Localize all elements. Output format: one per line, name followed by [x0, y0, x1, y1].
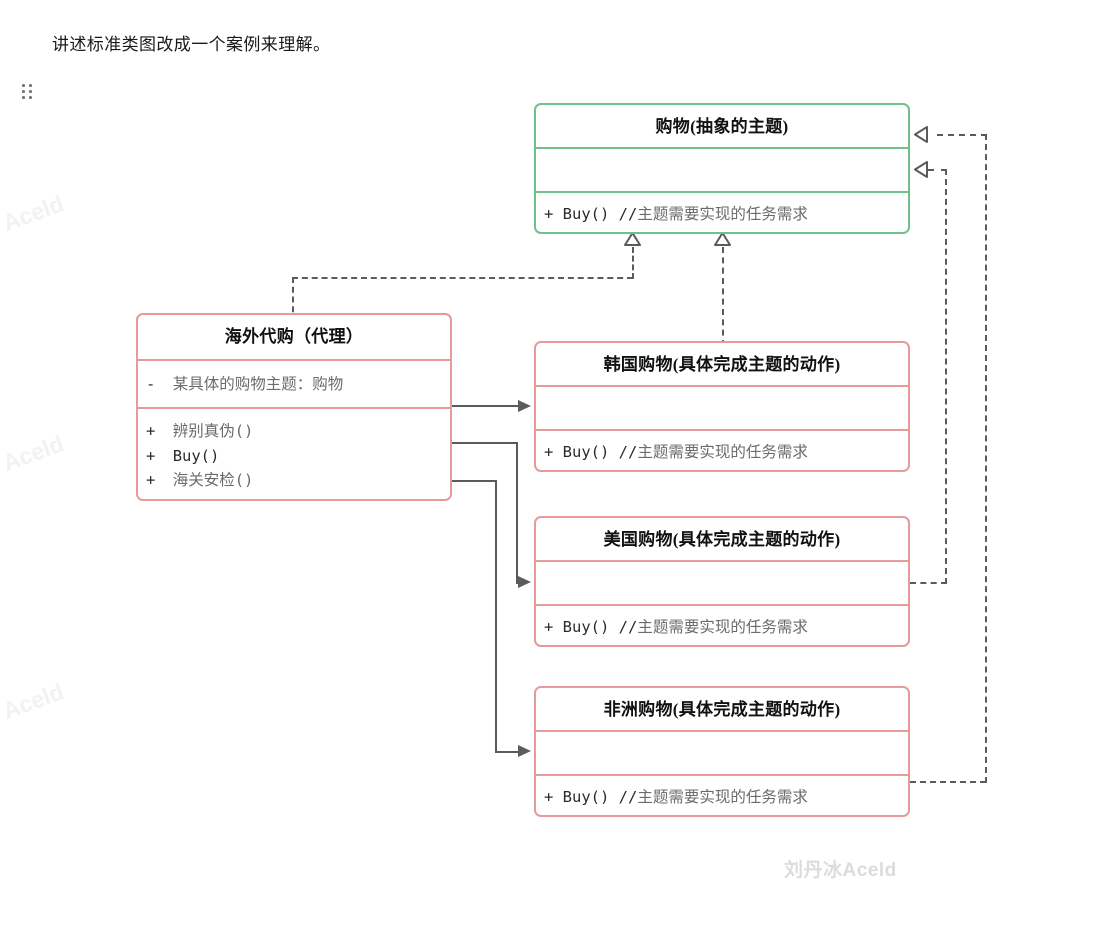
- realization-proxy-stub: [632, 247, 634, 279]
- method-signature: + Buy() //: [544, 618, 638, 636]
- association-usa-arrowhead: [518, 576, 531, 588]
- class-title-section: 购物(抽象的主题): [536, 105, 908, 147]
- class-name: 韩国购物(具体完成主题的动作): [603, 355, 841, 374]
- class-box-usa-shopping[interactable]: 美国购物(具体完成主题的动作) + Buy() //主题需要实现的任务需求: [534, 516, 910, 647]
- class-name: 美国购物(具体完成主题的动作): [603, 530, 841, 549]
- method-visibility: +: [146, 471, 156, 489]
- attribute-name: 某具体的购物主题：购物: [172, 375, 344, 393]
- class-box-overseas-proxy[interactable]: 海外代购（代理） - 某具体的购物主题：购物 + 辨别真伪() + Buy() …: [136, 313, 452, 501]
- realization-africa-vertical: [985, 134, 987, 783]
- association-usa-horizontal: [452, 442, 518, 444]
- generalization-arrowhead-korea: [714, 232, 731, 246]
- realization-arrowhead-africa: [914, 126, 928, 143]
- class-method-row: + Buy() //主题需要实现的任务需求: [536, 776, 908, 806]
- class-name: 购物(抽象的主题): [655, 117, 789, 136]
- class-title-section: 韩国购物(具体完成主题的动作): [536, 343, 908, 385]
- class-method-row: + Buy(): [138, 440, 450, 465]
- method-comment: 主题需要实现的任务需求: [637, 788, 808, 806]
- class-method-row: + 辨别真伪(): [138, 409, 450, 440]
- class-box-africa-shopping[interactable]: 非洲购物(具体完成主题的动作) + Buy() //主题需要实现的任务需求: [534, 686, 910, 817]
- class-attributes-section: [536, 730, 908, 774]
- realization-proxy-horizontal: [292, 277, 633, 279]
- class-method-row: + 海关安检(): [138, 464, 450, 489]
- class-attributes-section: [536, 147, 908, 191]
- association-africa-arrowhead: [518, 745, 531, 757]
- class-title-section: 美国购物(具体完成主题的动作): [536, 518, 908, 560]
- watermark-diagonal: Aceld: [0, 190, 68, 236]
- association-usa-vertical: [516, 442, 518, 583]
- method-signature: + Buy() //: [544, 788, 638, 806]
- class-methods-section: + Buy() //主题需要实现的任务需求: [536, 774, 908, 815]
- attribute-visibility: -: [146, 375, 156, 393]
- association-korea-arrowhead: [518, 400, 531, 412]
- realization-korea-vertical: [722, 247, 724, 346]
- drag-handle-icon[interactable]: [22, 84, 33, 101]
- page-intro-text: 讲述标准类图改成一个案例来理解。: [52, 35, 331, 54]
- class-methods-section: + Buy() //主题需要实现的任务需求: [536, 604, 908, 645]
- class-attribute-row: - 某具体的购物主题：购物: [138, 361, 450, 393]
- class-name: 非洲购物(具体完成主题的动作): [603, 700, 841, 719]
- realization-africa-horizontal: [910, 781, 986, 783]
- class-methods-section: + 辨别真伪() + Buy() + 海关安检(): [138, 407, 450, 499]
- association-africa-stub: [495, 751, 522, 753]
- realization-proxy-vertical: [292, 277, 294, 322]
- method-comment: 主题需要实现的任务需求: [637, 205, 808, 223]
- method-comment: 主题需要实现的任务需求: [637, 618, 808, 636]
- method-signature: + Buy() //: [544, 443, 638, 461]
- association-africa-horizontal: [452, 480, 497, 482]
- method-comment: 主题需要实现的任务需求: [637, 443, 808, 461]
- class-attributes-section: - 某具体的购物主题：购物: [138, 359, 450, 407]
- association-korea-line: [452, 405, 520, 407]
- method-visibility: +: [146, 422, 156, 440]
- class-name: 海外代购（代理）: [224, 327, 364, 346]
- method-name: 辨别真伪(): [172, 422, 254, 440]
- class-method-row: + Buy() //主题需要实现的任务需求: [536, 431, 908, 461]
- class-attributes-section: [536, 385, 908, 429]
- generalization-arrowhead-proxy: [624, 232, 641, 246]
- method-name: Buy(): [172, 446, 220, 465]
- class-attributes-section: [536, 560, 908, 604]
- class-title-section: 海外代购（代理）: [138, 315, 450, 359]
- association-africa-vertical: [495, 480, 497, 752]
- class-box-korea-shopping[interactable]: 韩国购物(具体完成主题的动作) + Buy() //主题需要实现的任务需求: [534, 341, 910, 472]
- method-name: 海关安检(): [172, 471, 254, 489]
- watermark-diagonal: Aceld: [0, 430, 68, 476]
- realization-usa-horizontal: [910, 582, 947, 584]
- method-signature: + Buy() //: [544, 205, 638, 223]
- class-box-shopping-abstract[interactable]: 购物(抽象的主题) + Buy() //主题需要实现的任务需求: [534, 103, 910, 234]
- watermark-author: 刘丹冰Aceld: [784, 860, 897, 881]
- class-methods-section: + Buy() //主题需要实现的任务需求: [536, 429, 908, 470]
- realization-usa-top-horizontal: [928, 169, 947, 171]
- realization-arrowhead-usa: [914, 161, 928, 178]
- class-title-section: 非洲购物(具体完成主题的动作): [536, 688, 908, 730]
- realization-africa-top-horizontal: [937, 134, 987, 136]
- watermark-diagonal: Aceld: [0, 678, 68, 724]
- class-method-row: + Buy() //主题需要实现的任务需求: [536, 193, 908, 223]
- class-methods-section: + Buy() //主题需要实现的任务需求: [536, 191, 908, 232]
- realization-usa-vertical: [945, 169, 947, 584]
- class-method-row: + Buy() //主题需要实现的任务需求: [536, 606, 908, 636]
- method-visibility: +: [146, 446, 156, 465]
